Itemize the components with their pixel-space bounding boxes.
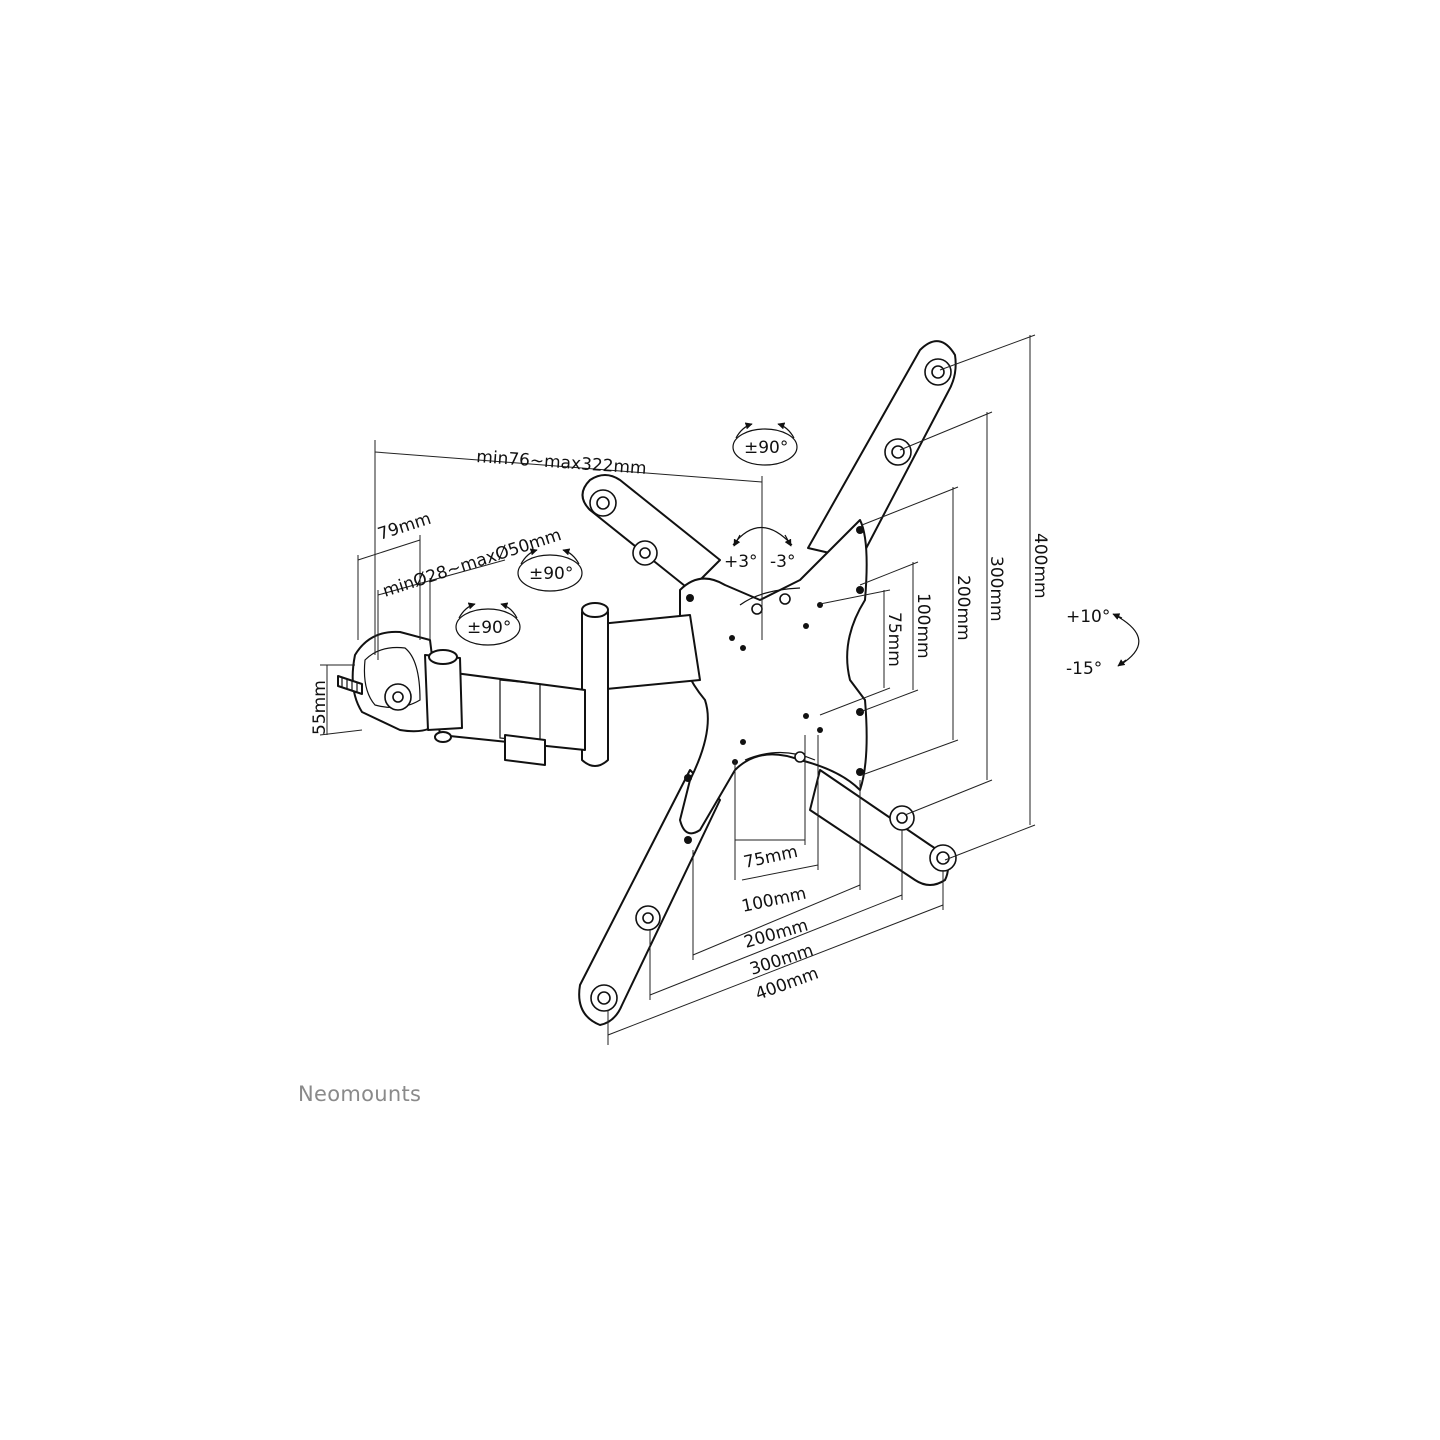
pole-clamp: [337, 630, 463, 743]
label-vesa-v-100: 100mm: [913, 593, 933, 659]
rotation-ellipse-low: [455, 608, 521, 646]
vesa-plate: [578, 340, 957, 1026]
label-vesa-v-400: 400mm: [1030, 533, 1050, 599]
rotation-badges: [455, 422, 1140, 667]
label-level-plus: +3°: [724, 552, 758, 572]
swing-arm: [431, 602, 701, 767]
label-vesa-v-300: 300mm: [986, 556, 1006, 622]
brand-logo: Neomounts: [298, 1082, 422, 1106]
dimension-lines: [319, 334, 1036, 1045]
label-level-minus: -3°: [770, 552, 795, 572]
label-swivel-mid: ±90°: [529, 564, 573, 584]
tilt-arc: [1114, 614, 1140, 666]
rotation-ellipse-mid: [517, 554, 583, 592]
label-swivel-low: ±90°: [467, 618, 511, 638]
label-tilt-up: +10°: [1066, 607, 1110, 627]
label-clamp-depth: 55mm: [310, 680, 330, 735]
label-vesa-v-75: 75mm: [884, 612, 904, 667]
label-vesa-h-75: 75mm: [742, 842, 800, 873]
plate-holes: [589, 358, 957, 1012]
label-clamp-height: 79mm: [375, 509, 433, 545]
label-vesa-h-100: 100mm: [740, 884, 808, 917]
label-arm-extension: min76~max322mm: [476, 447, 648, 479]
label-tilt-down: -15°: [1066, 659, 1102, 679]
rotation-ellipse-top: [732, 428, 798, 466]
label-rotate-top: ±90°: [744, 438, 788, 458]
label-vesa-v-200: 200mm: [953, 575, 973, 641]
